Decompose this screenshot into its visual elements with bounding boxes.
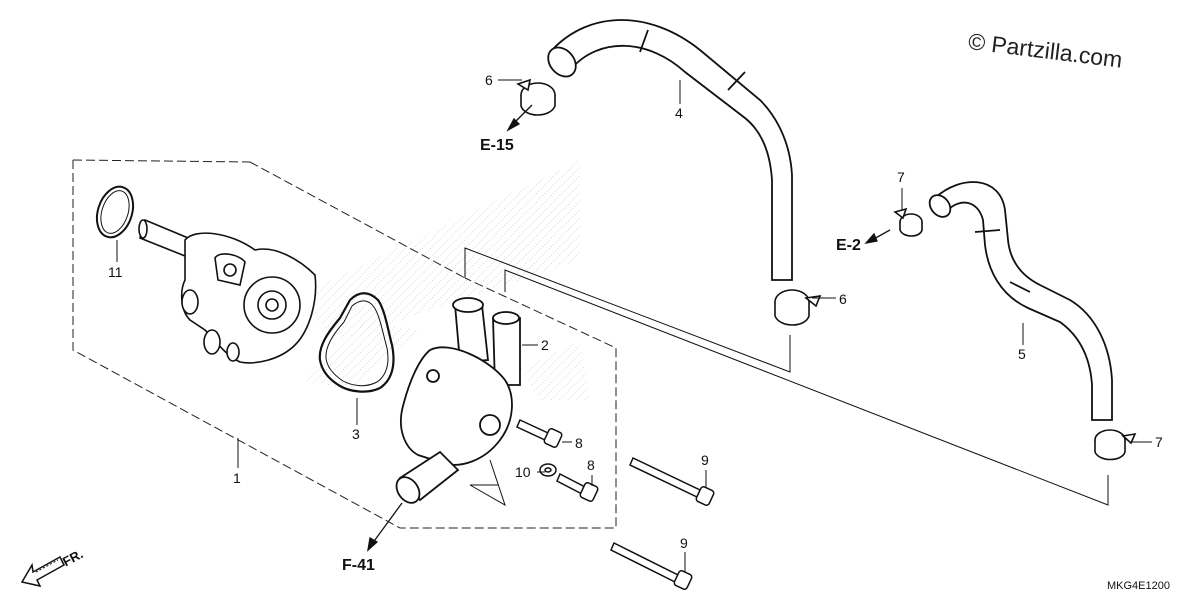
callout-6-lower: 6 xyxy=(839,291,847,307)
reference-e15: E-15 xyxy=(480,137,514,154)
callout-11: 11 xyxy=(108,264,123,280)
callout-5: 5 xyxy=(1018,346,1026,362)
reference-arrows xyxy=(367,104,891,552)
clamps xyxy=(516,78,1137,461)
callout-1: 1 xyxy=(233,470,241,486)
callout-8-lower: 8 xyxy=(587,457,595,473)
callout-2: 2 xyxy=(541,337,549,353)
callout-9-upper: 9 xyxy=(701,452,709,468)
reference-e2: E-2 xyxy=(836,237,861,254)
routing-lines xyxy=(464,247,1109,507)
hose-part-5 xyxy=(928,181,1113,421)
water-pump-part-1 xyxy=(138,218,317,364)
callout-7-lower: 7 xyxy=(1155,434,1163,450)
front-direction-arrow xyxy=(20,555,65,588)
callout-8-upper: 8 xyxy=(575,435,583,451)
bolts-and-washer xyxy=(516,418,715,590)
hose-part-4 xyxy=(547,19,793,281)
o-ring-part-11 xyxy=(95,185,135,239)
reference-f41: F-41 xyxy=(342,557,375,574)
callout-10: 10 xyxy=(515,464,531,480)
callout-3: 3 xyxy=(352,426,360,442)
callout-6-upper: 6 xyxy=(485,72,493,88)
housing-part-2 xyxy=(395,297,521,504)
callout-9-lower: 9 xyxy=(680,535,688,551)
callout-4: 4 xyxy=(675,105,683,121)
leader-lines xyxy=(116,79,1152,572)
diagram-code: MKG4E1200 xyxy=(1107,580,1170,592)
callout-7-upper: 7 xyxy=(897,169,905,185)
gasket-part-3 xyxy=(318,292,395,393)
